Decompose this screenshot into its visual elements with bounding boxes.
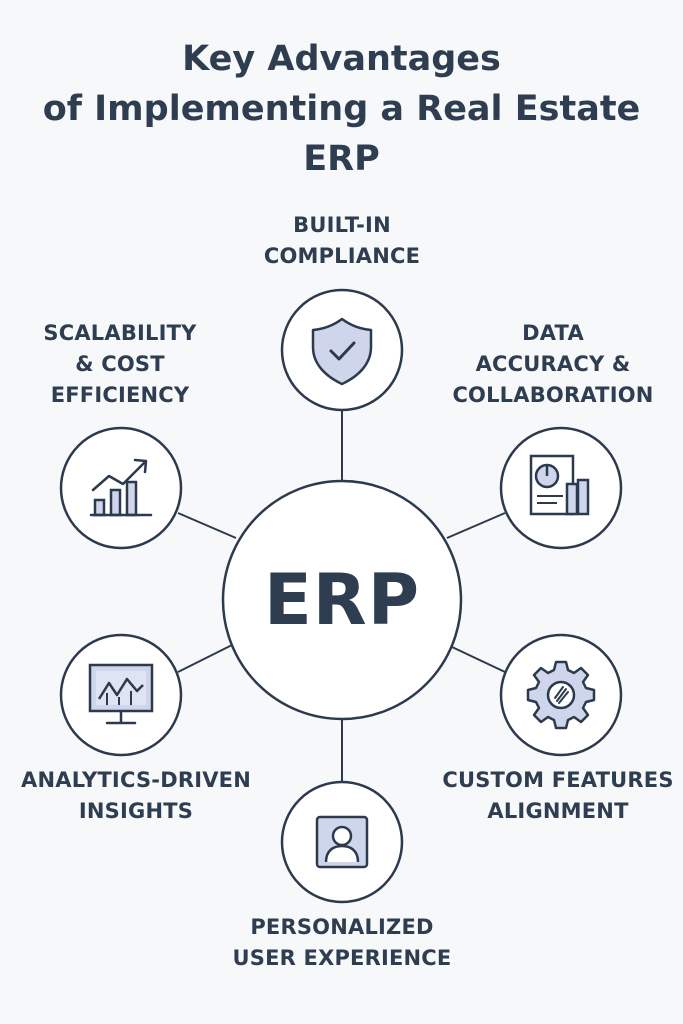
label-data-line-2: ACCURACY & bbox=[475, 352, 631, 376]
label-analytics-line-2: INSIGHTS bbox=[78, 799, 194, 823]
label-personalized-user-experience: PERSONALIZED USER EXPERIENCE bbox=[192, 912, 492, 974]
shield-check-icon bbox=[311, 317, 373, 386]
report-chart-icon bbox=[529, 454, 590, 516]
title-line-1: Key Advantages bbox=[182, 39, 501, 79]
title-line-3: ERP bbox=[303, 139, 380, 179]
connector-scalability bbox=[177, 512, 237, 539]
label-data-line-1: DATA bbox=[522, 321, 584, 345]
growth-chart-icon bbox=[89, 458, 153, 517]
label-custom-line-1: CUSTOM FEATURES bbox=[442, 768, 674, 792]
label-scalability-line-3: EFFICIENCY bbox=[50, 383, 190, 407]
label-scalability-cost-efficiency: SCALABILITY & COST EFFICIENCY bbox=[10, 318, 230, 411]
page-title: Key Advantages of Implementing a Real Es… bbox=[0, 34, 683, 184]
center-erp-circle bbox=[221, 479, 463, 721]
gear-icon bbox=[526, 660, 596, 730]
label-built-in-compliance: BUILT-IN COMPLIANCE bbox=[222, 210, 462, 272]
label-data-line-3: COLLABORATION bbox=[452, 383, 654, 407]
label-scalability-line-2: & COST bbox=[75, 352, 165, 376]
label-data-accuracy-collaboration: DATA ACCURACY & COLLABORATION bbox=[433, 318, 673, 411]
title-line-2: of Implementing a Real Estate bbox=[42, 89, 641, 129]
node-circle-scalability bbox=[59, 426, 183, 550]
label-analytics-driven-insights: ANALYTICS-DRIVEN INSIGHTS bbox=[5, 765, 267, 827]
label-custom-features-alignment: CUSTOM FEATURES ALIGNMENT bbox=[433, 765, 683, 827]
label-scalability-line-1: SCALABILITY bbox=[43, 321, 197, 345]
connector-data bbox=[446, 512, 506, 539]
connector-analytics bbox=[177, 644, 233, 673]
label-custom-line-2: ALIGNMENT bbox=[487, 799, 629, 823]
user-profile-icon bbox=[315, 815, 369, 869]
label-personalized-line-1: PERSONALIZED bbox=[250, 915, 434, 939]
label-analytics-line-1: ANALYTICS-DRIVEN bbox=[21, 768, 251, 792]
label-compliance-line-2: COMPLIANCE bbox=[263, 244, 421, 268]
label-compliance-line-1: BUILT-IN bbox=[293, 213, 391, 237]
center-erp-label: ERP bbox=[263, 559, 421, 641]
connector-custom bbox=[451, 646, 506, 673]
label-personalized-line-2: USER EXPERIENCE bbox=[232, 946, 452, 970]
monitor-chart-icon bbox=[88, 663, 154, 725]
